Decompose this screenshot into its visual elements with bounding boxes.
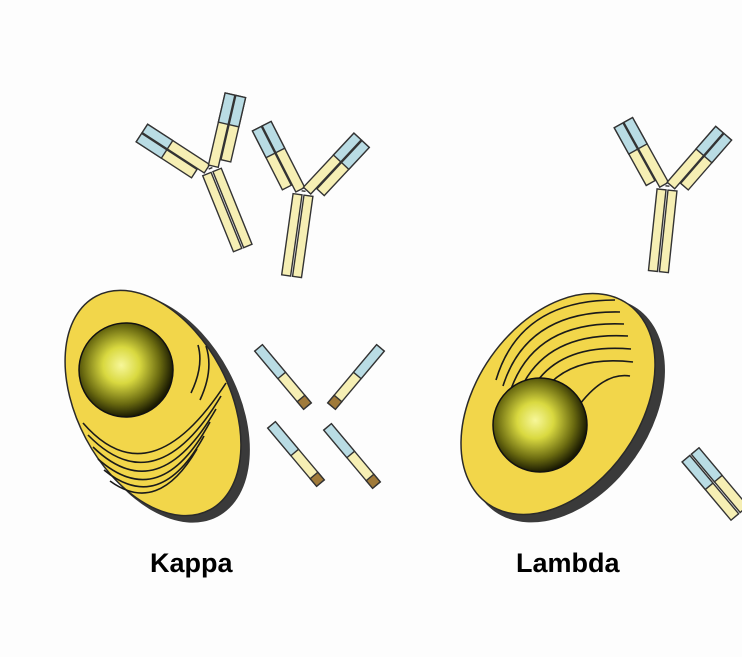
kappa-label: Kappa [150,548,233,579]
kappa-nucleus [79,323,173,417]
lambda-plasma-cell [421,257,706,560]
kappa-light-chain-3 [268,422,325,487]
lambda-light-chain [682,448,742,520]
kappa-light-chain-1 [255,345,312,410]
antibody-2 [233,119,371,284]
antibody-1 [132,86,298,270]
lambda-label: Lambda [516,548,620,579]
kappa-plasma-cell [29,260,287,553]
antibody-3 [600,116,733,278]
lambda-nucleus [493,378,587,472]
kappa-light-chain-2 [328,345,385,410]
kappa-light-chain-4 [324,424,381,489]
